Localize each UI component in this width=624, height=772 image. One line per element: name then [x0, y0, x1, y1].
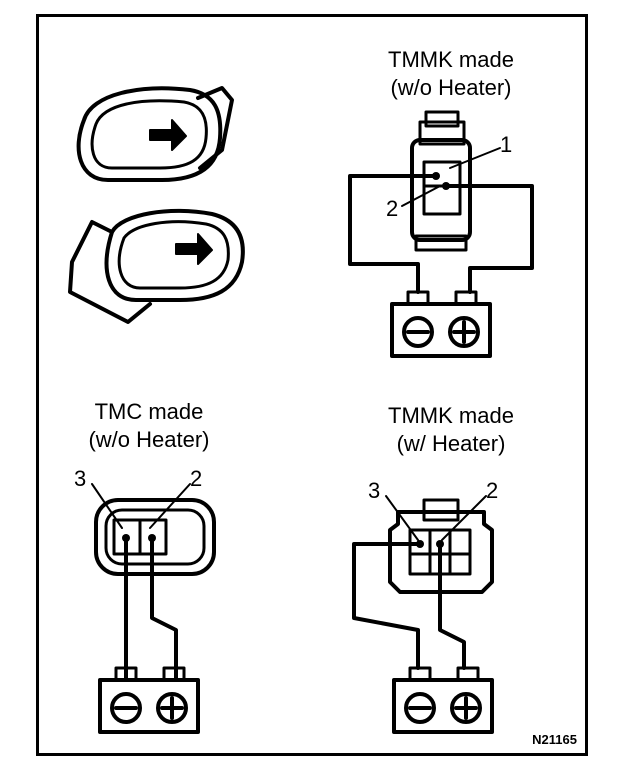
pin-label-2: 2 [190, 466, 203, 491]
battery-tmc-wo-heater [98, 666, 200, 734]
figure-code: N21165 [532, 732, 577, 747]
mirror-icon-lower [68, 208, 245, 324]
battery-tmmk-w-heater [392, 666, 494, 734]
caption-line1: TMC made [94, 399, 204, 424]
figure-frame: N21165 [36, 14, 588, 756]
pin-label-3: 3 [74, 466, 87, 491]
pin-label-2: 2 [386, 196, 399, 221]
caption-line2: (w/ Heater) [396, 431, 506, 456]
mirror-icon-upper [76, 86, 234, 182]
wire-tmmk-wo-heater [348, 174, 534, 294]
caption-tmc-wo-heater: TMC made (w/o Heater) [66, 398, 232, 454]
caption-line1: TMMK made [388, 403, 514, 428]
wire-tmmk-w-heater [352, 542, 466, 670]
caption-tmmk-wo-heater: TMMK made (w/o Heater) [356, 46, 546, 102]
pin-label-1: 1 [500, 132, 513, 157]
battery-tmmk-wo-heater [390, 290, 492, 358]
pin-label-2: 2 [486, 478, 499, 503]
caption-tmmk-w-heater: TMMK made (w/ Heater) [356, 402, 546, 458]
connector-tmmk-w-heater [388, 498, 494, 594]
connector-tmmk-wo-heater [410, 110, 472, 252]
caption-line2: (w/o Heater) [390, 75, 512, 100]
caption-line1: TMMK made [388, 47, 514, 72]
connector-tmc-wo-heater [94, 498, 216, 576]
pin-label-3: 3 [368, 478, 381, 503]
caption-line2: (w/o Heater) [88, 427, 210, 452]
wire-tmc-wo-heater [124, 536, 178, 680]
